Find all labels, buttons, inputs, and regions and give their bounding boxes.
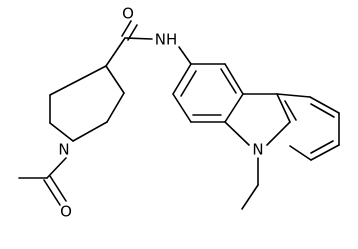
carbazole-left-ring <box>172 63 244 123</box>
bond-carbonyl-double-a <box>121 20 132 37</box>
bond-acetyl-double-a <box>43 179 61 206</box>
carbazole-pyrrole-ring <box>224 93 291 146</box>
piperidine-ring <box>49 65 125 142</box>
bond-cl-1 <box>172 63 192 95</box>
bond-ethyl <box>241 184 259 210</box>
bond-pyr-1 <box>224 121 250 146</box>
bond-pyr-3 <box>276 93 291 123</box>
bond-cl-5-inner <box>220 68 237 94</box>
bond-cr-1 <box>276 93 311 98</box>
bond-cr-2-inner <box>310 103 335 118</box>
atom-label-carbonyl-oxygen: O <box>122 5 134 23</box>
bond-cr-6-inner <box>284 100 297 121</box>
acetyl-group <box>18 157 67 206</box>
ethyl-group <box>241 157 259 210</box>
atom-label-acetyl-oxygen: O <box>60 203 72 221</box>
bond-cr-4-inner <box>310 140 334 154</box>
structure-canvas: O NH N O N <box>18 5 340 221</box>
bond-cl-1-inner <box>180 70 197 97</box>
bond-carbonyl-ring <box>105 37 126 67</box>
bond-cr-5 <box>289 145 312 161</box>
bond-acetyl-double-b <box>49 175 67 202</box>
bond-pip-3 <box>72 121 108 142</box>
bond-cr-4 <box>310 144 340 161</box>
bond-cr-2 <box>309 96 340 114</box>
bond-pyr-2 <box>266 121 291 146</box>
molecule-structure: O NH N O N <box>18 5 340 221</box>
bond-cl-4 <box>224 93 244 123</box>
atom-label-amide-nitrogen: NH <box>155 31 178 49</box>
bond-pip-1 <box>105 65 125 94</box>
bond-carbonyl-nh <box>124 37 153 40</box>
atom-label-carbazole-nitrogen: N <box>252 141 263 159</box>
carbazole-right-ring <box>276 93 340 161</box>
bond-cl-2 <box>172 93 192 123</box>
bond-pip-2 <box>106 92 125 123</box>
bond-nh-carbazole <box>178 46 192 65</box>
bond-pip-6 <box>49 65 107 96</box>
bond-cl-5 <box>224 63 244 95</box>
atom-label-piperidine-nitrogen: N <box>58 141 69 159</box>
amide-carbonyl <box>105 20 153 67</box>
bond-pip-4 <box>49 122 74 142</box>
bond-n-acetyl <box>46 157 67 179</box>
